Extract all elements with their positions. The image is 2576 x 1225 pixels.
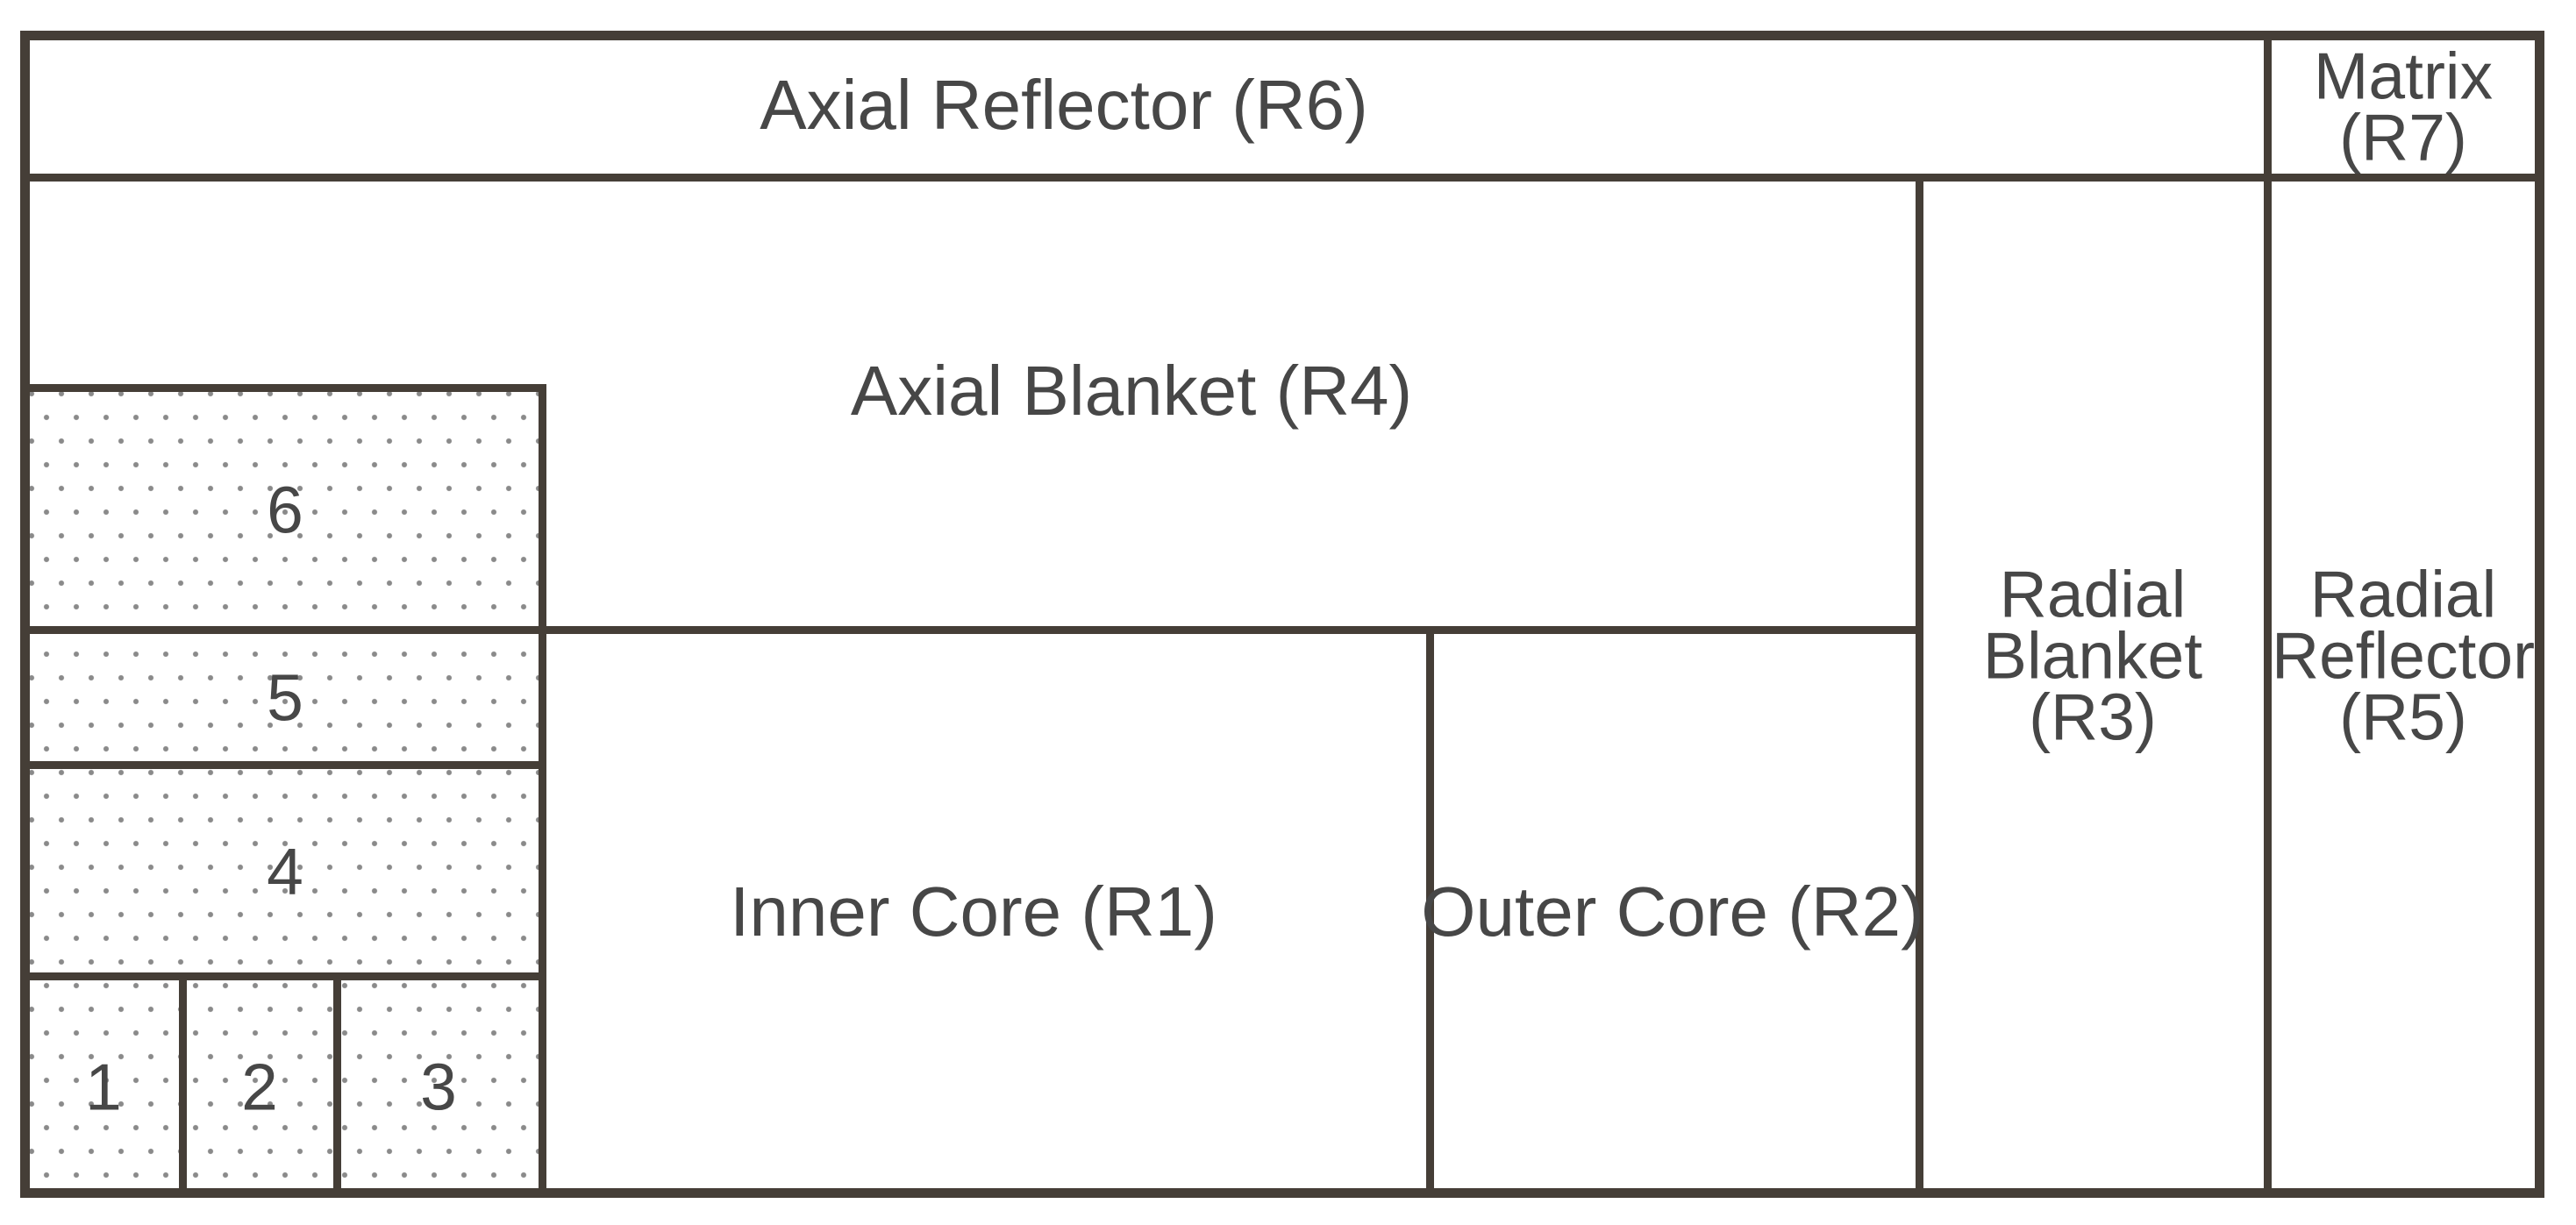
label-radial-reflector-line2: Reflector bbox=[2271, 618, 2536, 693]
border-right bbox=[2535, 31, 2544, 1198]
label-radial-blanket-line2: Blanket bbox=[1982, 618, 2203, 693]
label-region-1: 1 bbox=[85, 1050, 122, 1124]
label-region-5: 5 bbox=[267, 660, 303, 735]
label-radial-blanket-line1: Radial bbox=[1999, 557, 2187, 631]
line-region1-region2 bbox=[179, 972, 187, 1193]
label-radial-blanket: Radial Blanket (R3) bbox=[1982, 557, 2203, 753]
line-region5-region4 bbox=[25, 761, 542, 769]
label-matrix: Matrix (R7) bbox=[2313, 39, 2494, 174]
label-axial-reflector: Axial Reflector (R6) bbox=[760, 66, 1368, 144]
line-stipple-right-edge bbox=[539, 384, 546, 1193]
border-top bbox=[20, 31, 2544, 40]
label-radial-reflector-line1: Radial bbox=[2309, 557, 2497, 631]
border-bottom bbox=[20, 1188, 2544, 1198]
line-outer-core-radial-blanket bbox=[1916, 174, 1923, 1193]
label-radial-blanket-line3: (R3) bbox=[2029, 679, 2157, 753]
label-inner-core: Inner Core (R1) bbox=[730, 872, 1217, 951]
label-radial-reflector-line3: (R5) bbox=[2339, 679, 2467, 753]
line-region6-top bbox=[25, 384, 542, 392]
label-region-6: 6 bbox=[267, 473, 303, 547]
label-matrix-line2: (R7) bbox=[2339, 100, 2467, 174]
line-inner-outer-core bbox=[1426, 626, 1434, 1193]
label-outer-core: Outer Core (R2) bbox=[1421, 872, 1924, 951]
label-region-3: 3 bbox=[420, 1050, 457, 1124]
label-region-4: 4 bbox=[267, 834, 303, 908]
line-region4-bottom-row bbox=[25, 972, 542, 980]
line-axial-reflector-bottom bbox=[25, 174, 2539, 182]
label-matrix-line1: Matrix bbox=[2313, 39, 2494, 113]
label-radial-reflector: Radial Reflector (R5) bbox=[2271, 557, 2536, 753]
stippled-region-block bbox=[25, 388, 542, 1193]
border-left bbox=[20, 31, 30, 1198]
label-region-2: 2 bbox=[241, 1050, 278, 1124]
line-region2-region3 bbox=[333, 972, 341, 1193]
line-core-top bbox=[25, 626, 1919, 634]
line-radial-blanket-radial-reflector bbox=[2264, 31, 2272, 1193]
label-axial-blanket: Axial Blanket (R4) bbox=[850, 352, 1413, 430]
